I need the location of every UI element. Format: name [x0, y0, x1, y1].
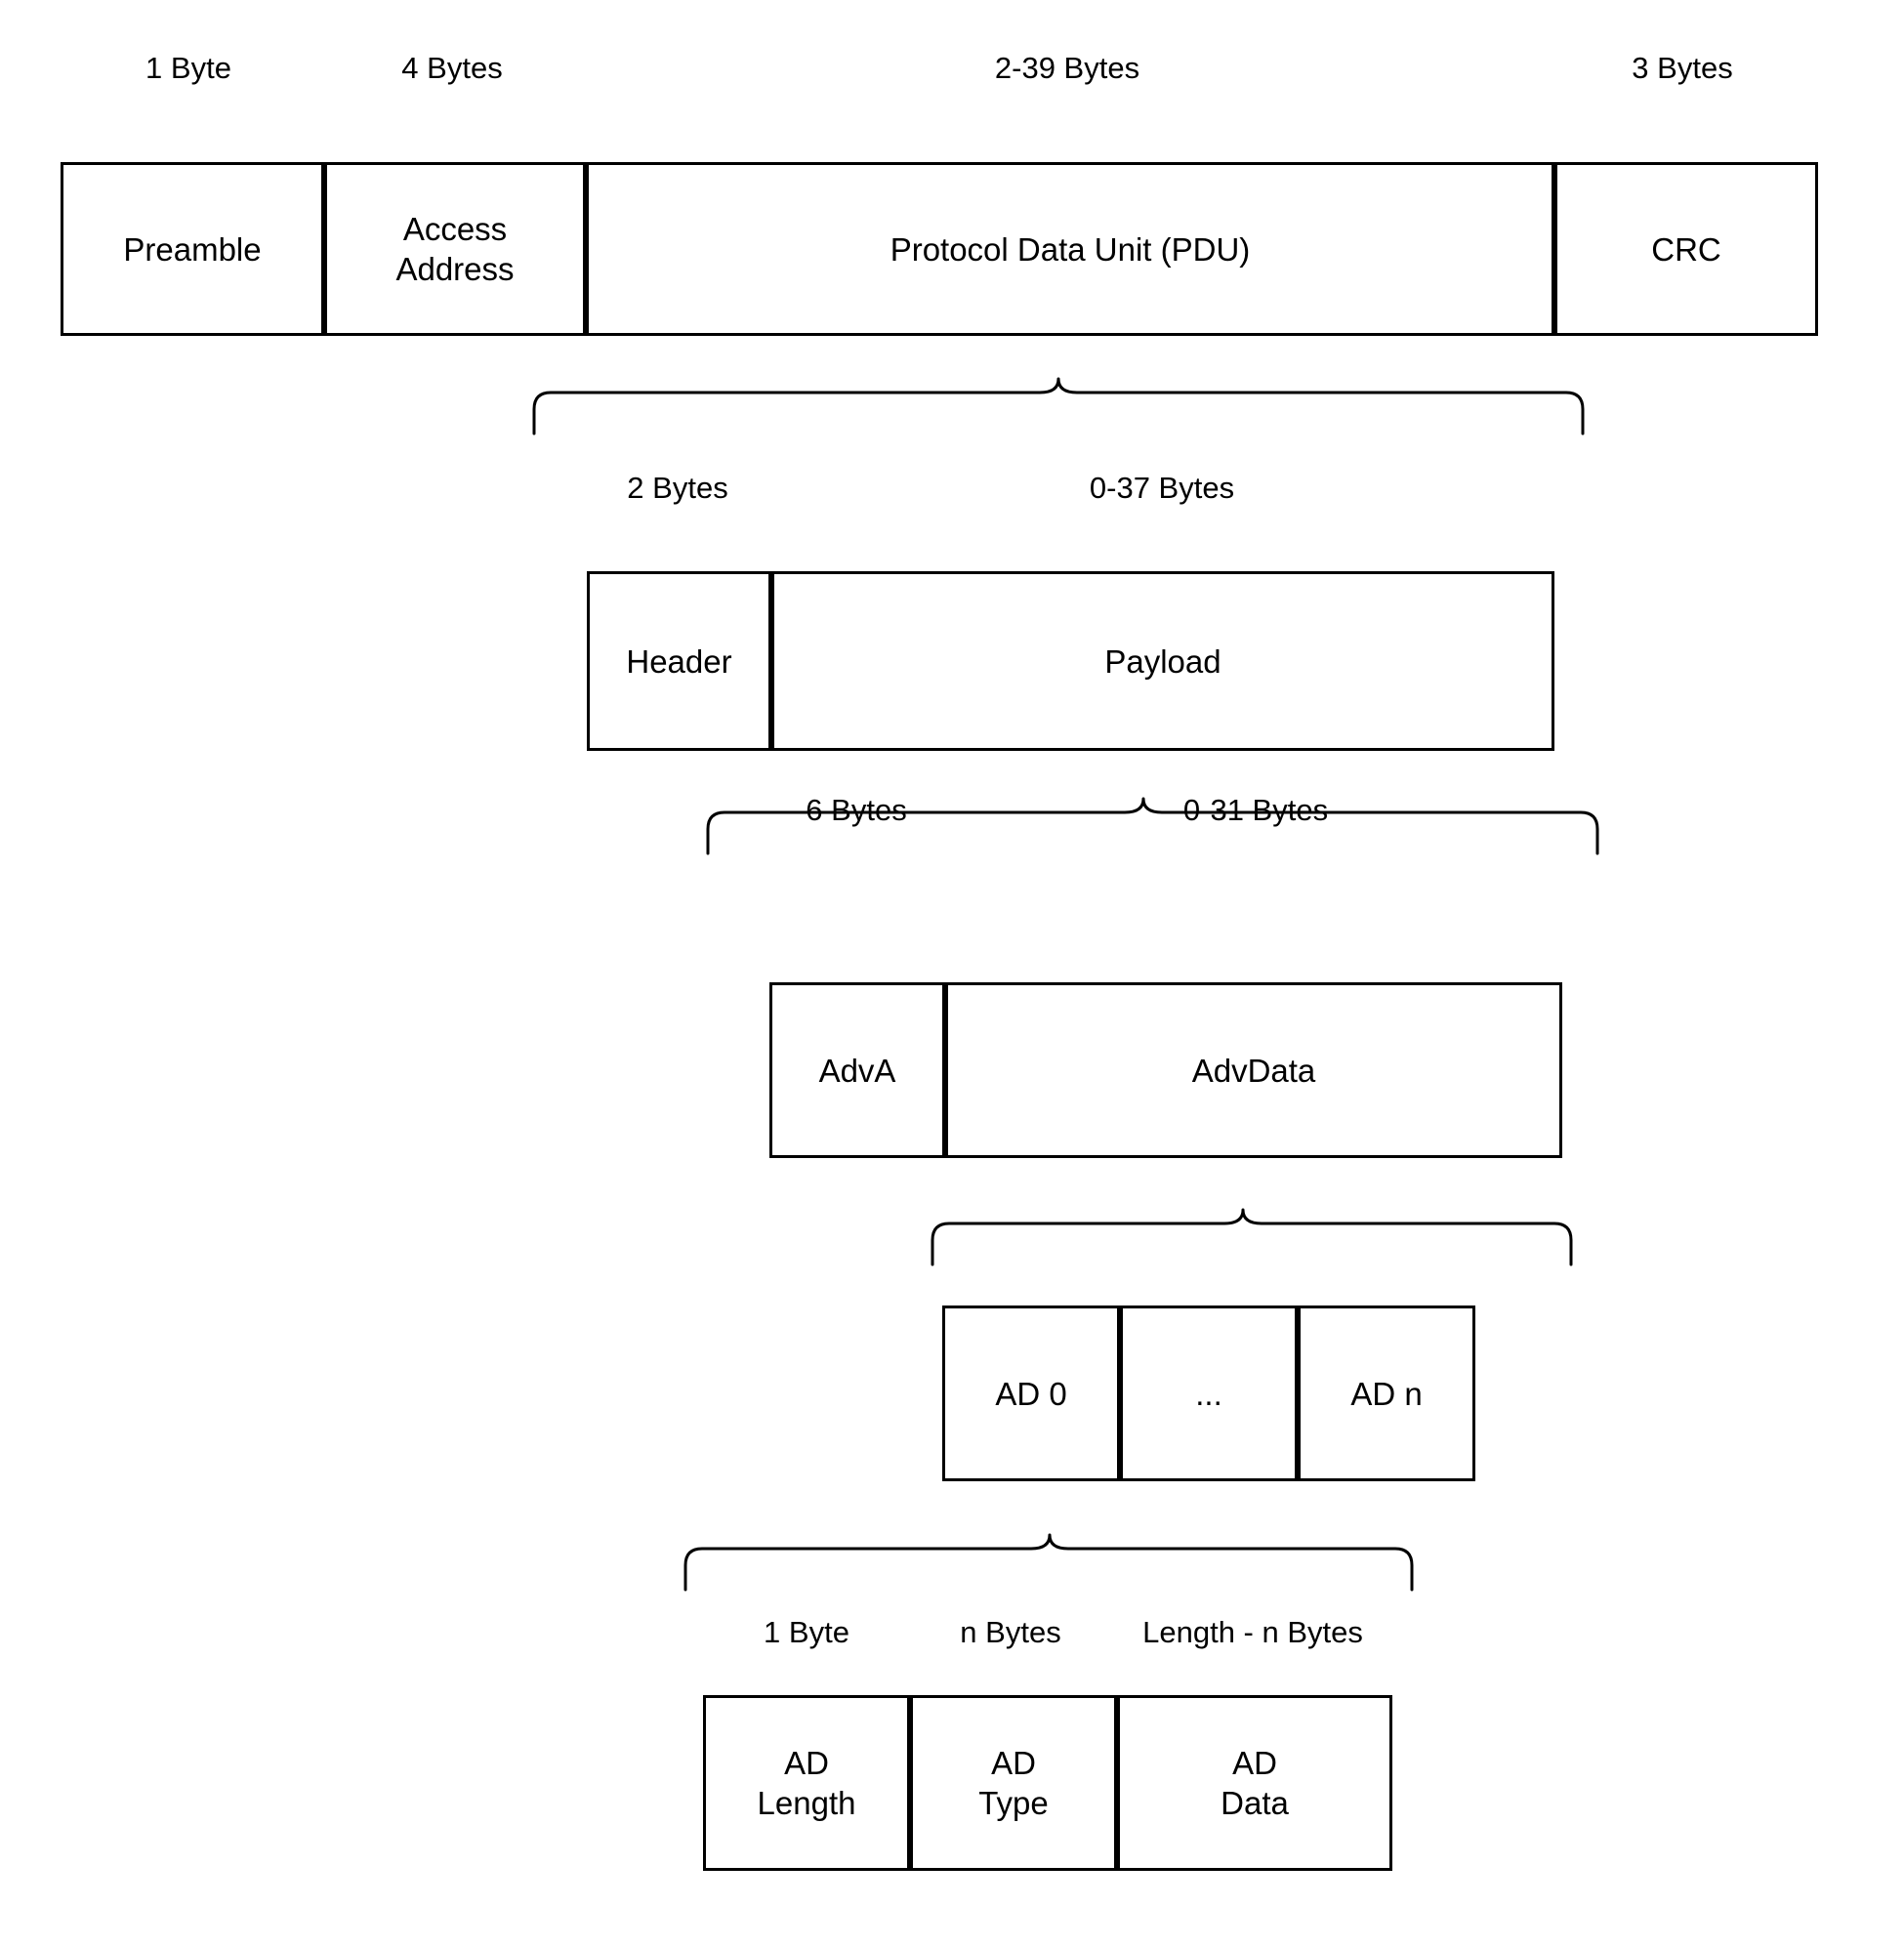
size-label-adva: 6 Bytes [806, 793, 907, 827]
field-label-pdu: Protocol Data Unit (PDU) [890, 230, 1251, 268]
field-label-ad-ellipsis: ... [1195, 1375, 1222, 1412]
field-box-ad-ellipsis: ... [1120, 1306, 1298, 1481]
field-box-payload: Payload [771, 571, 1554, 751]
field-box-ad-n: AD n [1298, 1306, 1475, 1481]
field-label-adva: AdvA [818, 1052, 896, 1089]
field-label-ad-type: AD Type [978, 1745, 1049, 1821]
size-label-access-address: 4 Bytes [401, 51, 503, 85]
field-label-header: Header [626, 642, 732, 680]
field-box-advdata: AdvData [945, 982, 1562, 1158]
field-box-ad-type: AD Type [910, 1695, 1117, 1871]
field-box-pdu: Protocol Data Unit (PDU) [586, 162, 1554, 336]
size-label-crc: 3 Bytes [1632, 51, 1733, 85]
brace-payload-expand [706, 797, 1601, 855]
brace-pdu-expand [532, 377, 1587, 435]
field-label-ad-length: AD Length [757, 1745, 856, 1821]
field-box-ad-length: AD Length [703, 1695, 910, 1871]
field-box-crc: CRC [1554, 162, 1818, 336]
size-label-header: 2 Bytes [627, 471, 728, 505]
field-label-advdata: AdvData [1191, 1052, 1316, 1089]
field-label-preamble: Preamble [123, 230, 262, 268]
brace-advdata-expand [931, 1208, 1575, 1266]
field-box-adva: AdvA [769, 982, 945, 1158]
field-label-ad-n: AD n [1350, 1375, 1423, 1412]
field-label-crc: CRC [1651, 230, 1721, 268]
size-label-payload: 0-37 Bytes [1089, 471, 1235, 505]
field-box-access-address: Access Address [324, 162, 586, 336]
field-label-ad-data: AD Data [1221, 1745, 1289, 1821]
size-label-ad-length: 1 Byte [764, 1615, 849, 1649]
field-box-ad-0: AD 0 [942, 1306, 1120, 1481]
field-label-ad-0: AD 0 [995, 1375, 1067, 1412]
size-label-preamble: 1 Byte [145, 51, 231, 85]
field-label-access-address: Access Address [395, 211, 515, 287]
size-label-ad-data: Length - n Bytes [1142, 1615, 1363, 1649]
size-label-ad-type: n Bytes [960, 1615, 1061, 1649]
size-label-pdu: 2-39 Bytes [994, 51, 1140, 85]
field-box-preamble: Preamble [61, 162, 324, 336]
brace-ad-expand [683, 1533, 1416, 1592]
size-label-advdata: 0-31 Bytes [1182, 793, 1329, 827]
field-label-payload: Payload [1104, 642, 1221, 680]
field-box-ad-data: AD Data [1117, 1695, 1392, 1871]
field-box-header: Header [587, 571, 771, 751]
